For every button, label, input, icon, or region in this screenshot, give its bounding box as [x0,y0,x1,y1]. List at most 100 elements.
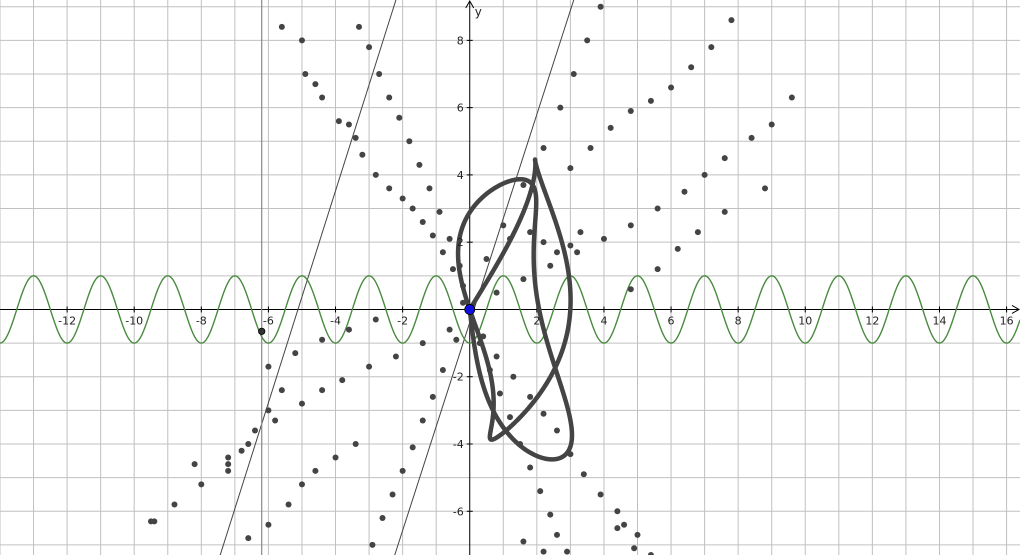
scatter-point [574,249,581,256]
scatter-point [493,289,500,296]
scatter-point [406,138,413,145]
scatter-point [386,185,393,192]
scatter-point [600,235,607,242]
scatter-point [319,387,326,394]
scatter-point [379,515,386,521]
x-tick-label: -6 [263,314,274,327]
scatter-point [198,481,205,488]
scatter-point [708,44,715,51]
scatter-point [335,118,342,125]
scatter-point [762,185,768,192]
scatter-point [449,266,456,273]
scatter-point [567,242,574,249]
point-marker[interactable] [464,304,476,315]
scatter-point [191,461,198,468]
scatter-point [439,249,446,256]
scatter-point [540,548,547,555]
x-tick-label: 4 [600,314,607,327]
scatter-point [429,232,436,239]
scatter-point [577,229,584,236]
scatter-point [389,491,396,498]
scatter-point [298,481,305,488]
scatter-point [688,64,695,71]
scatter-point [510,373,517,380]
scatter-point [540,239,547,246]
point-marker[interactable] [258,327,266,335]
scatter-point [352,441,359,447]
scatter-point [436,208,443,215]
x-tick-label: -8 [196,314,207,327]
scatter-point [419,417,426,424]
point-markers[interactable] [258,304,476,335]
scatter-point [547,262,554,269]
y-axis-label: y [475,5,482,19]
scatter-point [627,222,634,229]
scatter-point [570,71,577,77]
y-tick-label: 4 [457,169,464,182]
scatter-point [426,185,433,192]
scatter-point [614,508,621,515]
scatter-point [483,256,490,262]
scatter-point [356,23,363,30]
scatter-point [748,134,755,141]
scatter-point [386,94,393,101]
scatter-point [345,326,352,333]
scatter-point [245,441,252,447]
y-tick-label: 8 [457,34,464,47]
scatter-point [564,548,571,555]
scatter-point [647,552,654,555]
scatter-point [674,245,681,252]
straight-line [219,0,397,555]
sine-curve [0,275,1020,344]
x-tick-label: 10 [798,314,812,327]
scatter-point [668,84,675,91]
scatter-point [631,545,638,552]
x-tick-label: -12 [58,314,76,327]
scatter-point [225,454,232,461]
scatter-point [352,134,359,141]
scatter-point [238,447,245,454]
scatter-point [567,451,574,458]
scatter-point [614,525,621,532]
x-tick-label: 12 [865,314,879,327]
scatter-point [345,121,352,128]
scatter-point [147,518,154,525]
x-tick-label: 16 [1000,314,1014,327]
scatter-point [500,222,507,229]
y-tick-label: -4 [453,438,464,451]
scatter-point [721,155,728,162]
y-axis-arrow [465,0,475,9]
scatter-point [298,37,305,44]
x-tick-label: 14 [932,314,946,327]
scatter-point [312,81,319,88]
scatter-point [654,266,661,273]
scatter-point [788,94,795,101]
scatter-point [567,165,574,172]
scatter-point [171,501,178,508]
y-tick-label: -2 [453,371,464,384]
scatter-point [359,151,366,158]
scatter-point [557,104,564,111]
scatter-point [627,286,634,293]
scatter-point [647,97,654,104]
x-tick-label: 8 [735,314,742,327]
scatter-point [265,407,272,414]
scatter-point [225,461,232,468]
scatter-point [580,471,587,478]
scatter-point [517,441,524,447]
x-tick-label: 2 [533,314,540,327]
scatter-point [520,276,527,283]
scatter-point [369,541,376,548]
scatter-point [366,44,373,51]
scatter-point [446,326,453,333]
scatter-point [587,145,594,151]
scatter-point [456,262,463,269]
scatter-point [553,249,560,256]
scatter-point [486,367,493,373]
scatter-point [721,208,728,215]
scatter-point [439,367,446,373]
scatter-point [621,521,628,528]
